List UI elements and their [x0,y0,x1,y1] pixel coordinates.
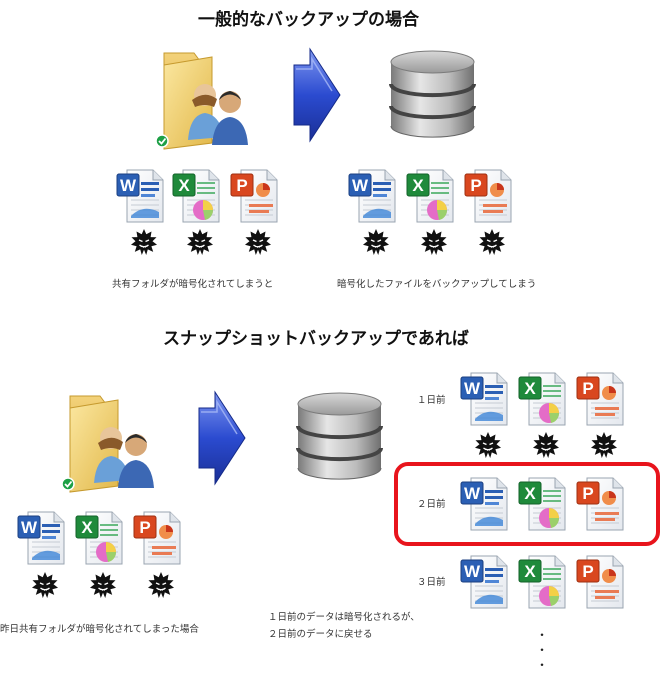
arrow-right-icon [292,45,342,145]
word-document-icon [459,474,511,532]
virus-icon [148,572,174,598]
section2-caption-mid-line2: ２日前のデータに戻せる [268,629,373,640]
powerpoint-document-icon [575,552,627,610]
database-icon [292,390,387,485]
dot: ・ [536,643,549,657]
section2-title: スナップショットバックアップであれば [163,329,469,349]
powerpoint-document-icon [132,508,184,566]
virus-icon [475,432,501,458]
powerpoint-document-icon [575,369,627,427]
excel-document-icon [405,166,457,224]
snapshot-label: ３日前 [417,577,446,588]
word-document-icon [459,369,511,427]
section2-caption-left: 昨日共有フォルダが暗号化されてしまった場合 [0,624,199,635]
virus-icon [591,432,617,458]
virus-icon [90,572,116,598]
excel-document-icon [517,552,569,610]
virus-icon [245,229,271,255]
shared-folder-icon [150,45,255,150]
virus-icon [363,229,389,255]
arrow-right-icon [197,388,247,488]
virus-icon [421,229,447,255]
word-document-icon [16,508,68,566]
word-document-icon [347,166,399,224]
shared-folder-icon [56,388,161,493]
restore-point-highlight [394,462,660,546]
snapshot-label: ２日前 [417,499,446,510]
section1-caption-left: 共有フォルダが暗号化されてしまうと [112,279,274,290]
dot: ・ [536,628,549,642]
virus-icon [479,229,505,255]
excel-document-icon [171,166,223,224]
powerpoint-document-icon [463,166,515,224]
powerpoint-document-icon [229,166,281,224]
virus-icon [131,229,157,255]
virus-icon [32,572,58,598]
database-icon [385,48,480,143]
excel-document-icon [517,474,569,532]
virus-icon [533,432,559,458]
section1-caption-right: 暗号化したファイルをバックアップしてしまう [337,279,537,290]
virus-icon [187,229,213,255]
word-document-icon [459,552,511,610]
powerpoint-document-icon [575,474,627,532]
section1-title: 一般的なバックアップの場合 [198,10,419,30]
continuation-dots: ・ ・ ・ [536,628,548,673]
excel-document-icon [517,369,569,427]
word-document-icon [115,166,167,224]
excel-document-icon [74,508,126,566]
section2-caption-mid-line1: １日前のデータは暗号化されるが、 [268,612,420,623]
snapshot-label: １日前 [417,395,446,406]
dot: ・ [536,658,549,672]
